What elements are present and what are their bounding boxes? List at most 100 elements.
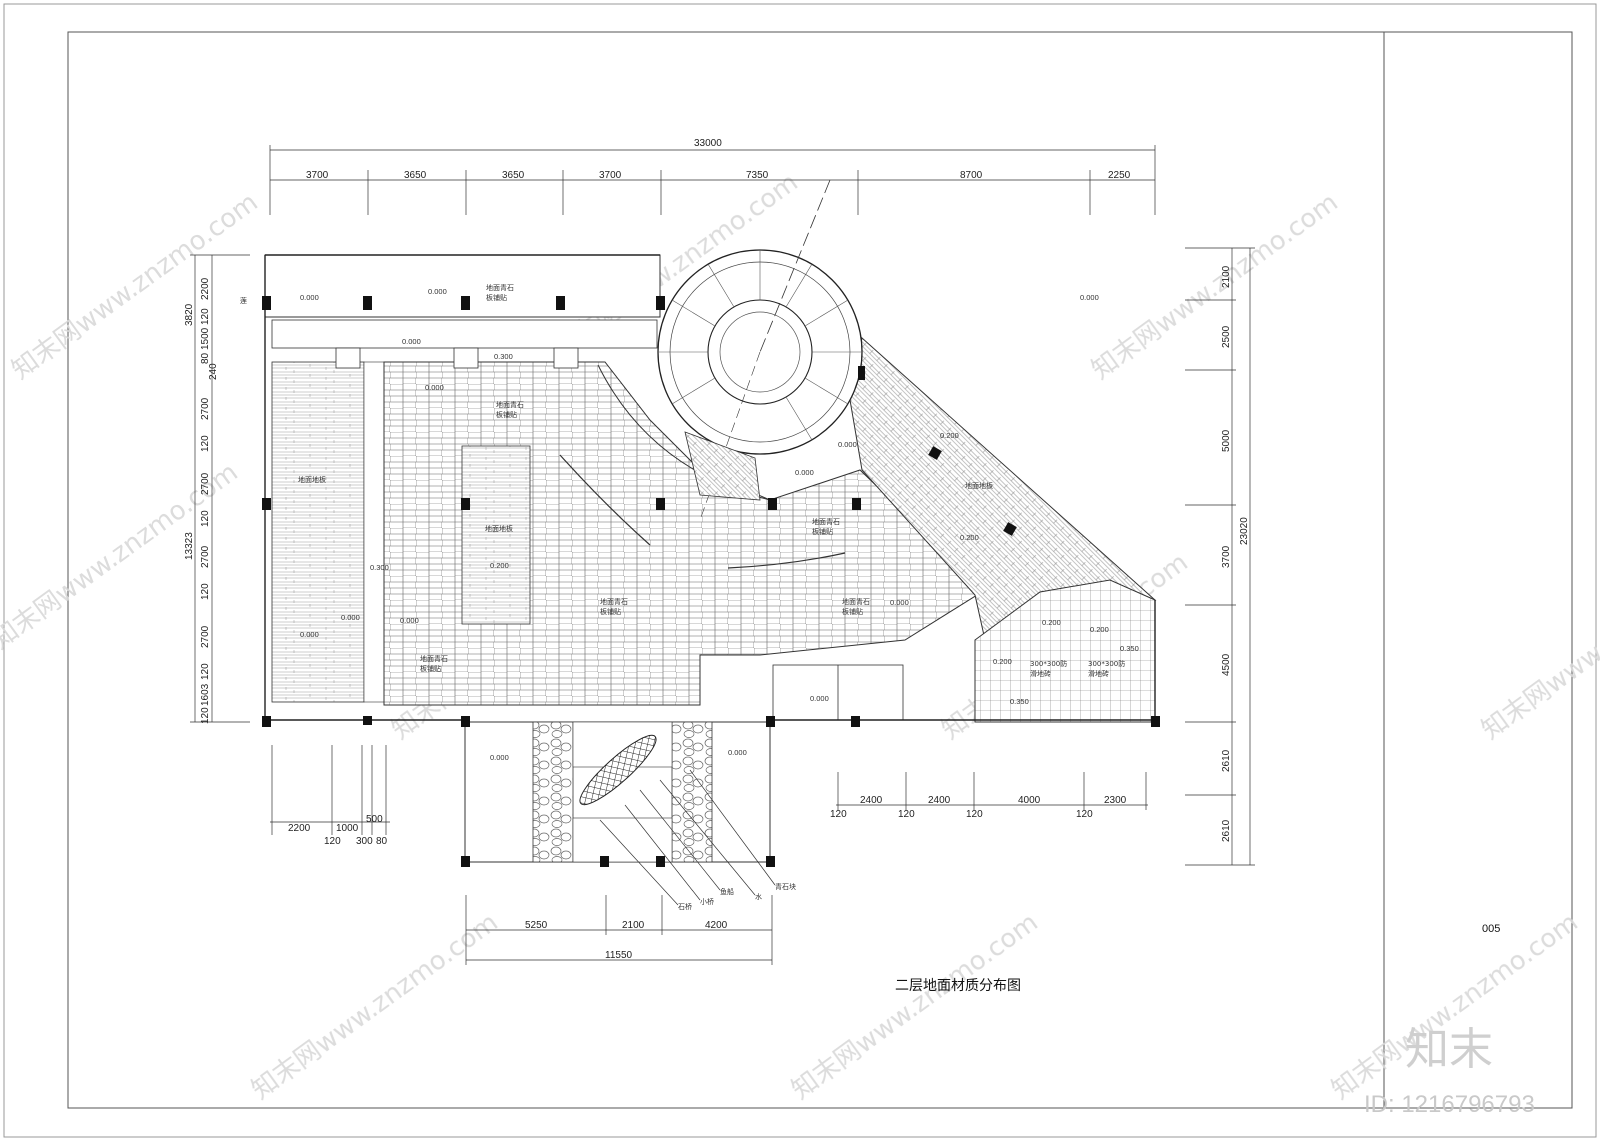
level-label: 0.000 (341, 613, 360, 622)
level-label: 0.300 (494, 352, 513, 361)
brand-watermark: 知末 (1405, 1024, 1493, 1075)
svg-text:板铺贴: 板铺贴 (420, 664, 441, 673)
svg-text:500: 500 (366, 814, 383, 825)
level-label: 0.000 (300, 630, 319, 639)
svg-text:300*300防: 300*300防 (1030, 659, 1067, 668)
svg-text:2700: 2700 (200, 472, 211, 495)
svg-text:2200: 2200 (288, 823, 311, 834)
svg-text:2100: 2100 (622, 920, 645, 931)
callout-label: 石桥 (678, 902, 692, 911)
svg-text:120: 120 (966, 809, 983, 820)
svg-text:120: 120 (200, 583, 211, 600)
level-label: 0.200 (490, 561, 509, 570)
level-label: 0.000 (400, 616, 419, 625)
svg-text:2300: 2300 (1104, 795, 1127, 806)
watermark-text: 知末网www.znzmo.com (246, 907, 503, 1105)
svg-text:120: 120 (898, 809, 915, 820)
svg-text:240: 240 (208, 363, 219, 380)
svg-text:滑地砖: 滑地砖 (1030, 669, 1051, 678)
level-label: 0.350 (1010, 697, 1029, 706)
sheet-number: 005 (1482, 923, 1500, 935)
svg-text:1000: 1000 (336, 823, 359, 834)
structural-columns (262, 296, 1160, 867)
level-label: 0.000 (425, 383, 444, 392)
svg-text:120: 120 (200, 510, 211, 527)
stair-treads (658, 250, 862, 441)
svg-text:120: 120 (200, 707, 211, 724)
callout-label: 鱼船 (720, 887, 734, 896)
watermark-text: 知末网www.znzmo.com (6, 187, 263, 385)
svg-text:5000: 5000 (1221, 429, 1232, 452)
watermark-text: 知末网www.znzmo.com (786, 907, 1043, 1105)
top-dimension-text: 33000 3700 3650 3650 3700 7350 8700 2250 (306, 138, 1131, 181)
left-dimension-text: 3820 13323 2200 120 1500 80 240 2700 120… (184, 277, 219, 724)
sheet-frame (3, 3, 1597, 1138)
level-label: 0.000 (838, 440, 857, 449)
svg-text:7350: 7350 (746, 170, 769, 181)
svg-text:滑地砖: 滑地砖 (1088, 669, 1109, 678)
svg-text:地面地板: 地面地板 (965, 481, 993, 490)
svg-text:2400: 2400 (860, 795, 883, 806)
svg-text:4200: 4200 (705, 920, 728, 931)
svg-text:2700: 2700 (200, 625, 211, 648)
watermark-text: 知末网www.znzmo.com (1476, 547, 1600, 745)
level-label: 0.200 (1042, 618, 1061, 627)
svg-text:300*300防: 300*300防 (1088, 659, 1125, 668)
top-dimensions (269, 145, 1156, 215)
level-label: 0.300 (370, 563, 389, 572)
right-dimensions (1185, 247, 1255, 866)
level-label: 0.000 (428, 287, 447, 296)
svg-text:3820: 3820 (184, 303, 195, 326)
svg-text:2700: 2700 (200, 397, 211, 420)
svg-text:2250: 2250 (1108, 170, 1131, 181)
svg-text:莲: 莲 (240, 296, 247, 305)
svg-text:地面地板: 地面地板 (298, 475, 326, 484)
left-dimensions (190, 254, 250, 723)
svg-text:2100: 2100 (1221, 265, 1232, 288)
svg-text:3650: 3650 (404, 170, 427, 181)
callout-label: 水 (755, 892, 762, 901)
svg-text:120: 120 (200, 308, 211, 325)
svg-text:地面地板: 地面地板 (485, 524, 513, 533)
floor-plan (262, 179, 1160, 867)
svg-text:120: 120 (324, 836, 341, 847)
svg-text:板铺贴: 板铺贴 (496, 410, 517, 419)
svg-text:2400: 2400 (928, 795, 951, 806)
svg-text:地面青石: 地面青石 (420, 654, 448, 663)
svg-text:1500: 1500 (200, 327, 211, 350)
bottom-center-dimensions (465, 895, 773, 965)
svg-text:3700: 3700 (599, 170, 622, 181)
level-label: 0.200 (1090, 625, 1109, 634)
svg-text:2500: 2500 (1221, 325, 1232, 348)
bottom-left-dimensions (270, 745, 390, 835)
svg-text:板铺贴: 板铺贴 (600, 607, 621, 616)
svg-text:2200: 2200 (200, 277, 211, 300)
callout-label: 小桥 (700, 897, 714, 906)
svg-text:80: 80 (200, 352, 211, 364)
svg-text:23020: 23020 (1239, 517, 1250, 545)
svg-text:120: 120 (830, 809, 847, 820)
svg-text:板铺贴: 板铺贴 (842, 607, 863, 616)
svg-text:板铺贴: 板铺贴 (486, 293, 507, 302)
svg-text:300: 300 (356, 836, 373, 847)
level-label: 0.000 (300, 293, 319, 302)
svg-text:4000: 4000 (1018, 795, 1041, 806)
level-label: 0.000 (728, 748, 747, 757)
svg-text:8700: 8700 (960, 170, 983, 181)
svg-text:2700: 2700 (200, 545, 211, 568)
bottom-left-dimension-text: 2200 1000 500 120 300 80 (288, 814, 388, 847)
level-labels: 0.000 0.000 0.300 0.000 0.300 0.000 0.20… (300, 287, 1139, 762)
svg-text:4500: 4500 (1221, 653, 1232, 676)
svg-text:33000: 33000 (694, 138, 722, 149)
level-label: 0.200 (993, 657, 1012, 666)
level-label: 0.350 (1120, 644, 1139, 653)
level-label: 0.000 (890, 598, 909, 607)
svg-text:11550: 11550 (605, 950, 633, 961)
svg-text:3700: 3700 (1221, 545, 1232, 568)
svg-text:13323: 13323 (184, 532, 195, 560)
watermark-text: 知末网www.znzmo.com (1326, 907, 1583, 1105)
level-label: 0.000 (1080, 293, 1099, 302)
level-label: 0.200 (960, 533, 979, 542)
svg-text:120: 120 (1076, 809, 1093, 820)
callout-label: 青石块 (775, 882, 796, 891)
